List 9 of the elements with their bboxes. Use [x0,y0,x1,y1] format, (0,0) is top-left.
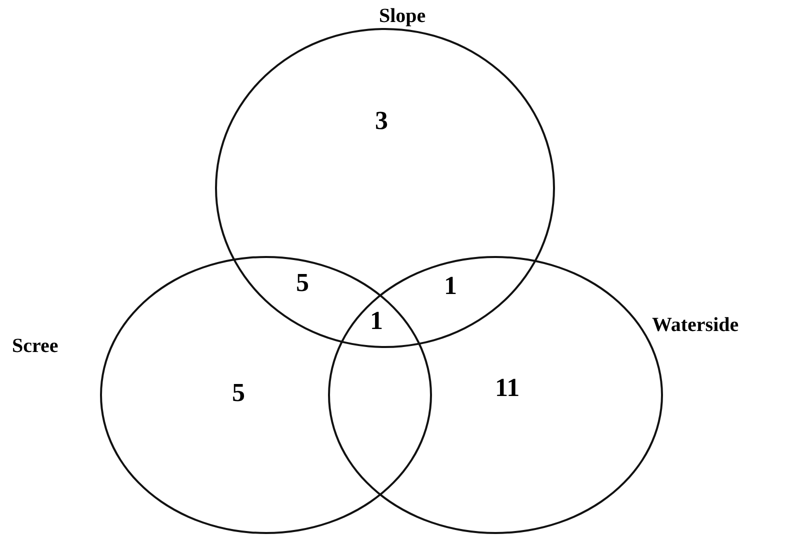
region-count: 1 [370,308,383,334]
region-count: 5 [296,270,309,296]
region-count: 11 [495,375,520,401]
set-heading: Scree [12,336,58,356]
region-count: 3 [375,108,388,134]
region-count: 5 [232,380,245,406]
set-heading: Waterside [652,315,739,335]
set-heading: Slope [379,6,426,26]
region-count: 1 [444,273,457,299]
